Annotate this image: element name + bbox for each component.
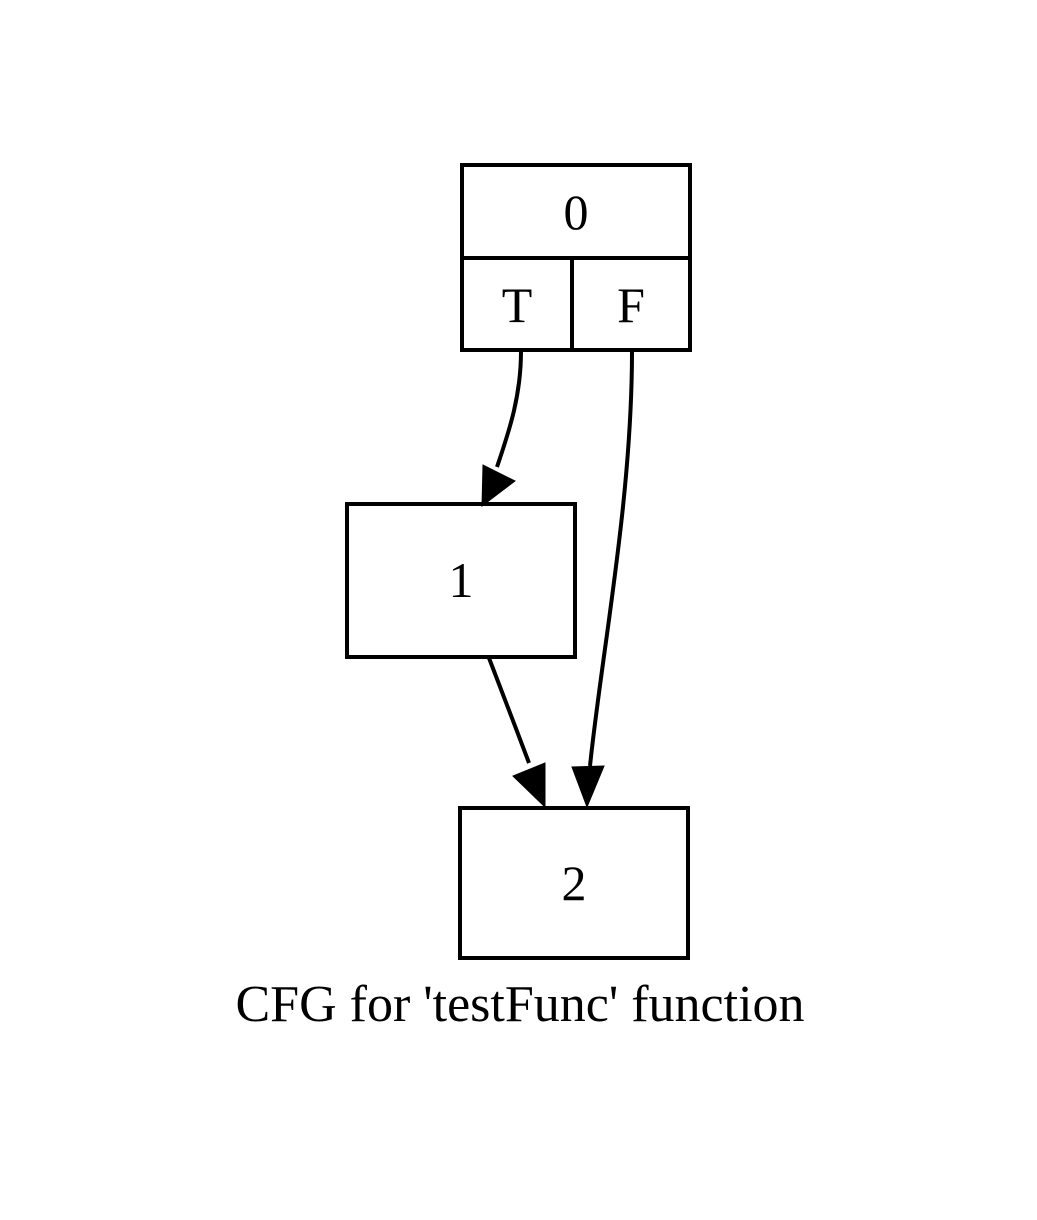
node-1-box[interactable] xyxy=(345,502,577,659)
edge-node1-to-node2[interactable] xyxy=(487,657,546,809)
node-0[interactable]: 0 T F xyxy=(460,163,692,352)
edge-node0-true-to-node1-arrowhead xyxy=(481,464,516,508)
node-2-label: 2 xyxy=(562,855,587,911)
edge-node0-true-to-node1[interactable] xyxy=(481,350,523,508)
node-2[interactable]: 2 xyxy=(458,806,690,960)
edge-node0-true-to-node1-line xyxy=(495,350,523,468)
edge-node0-false-to-node2-line xyxy=(588,350,634,767)
node-0-label: 0 xyxy=(564,184,589,240)
node-2-box[interactable] xyxy=(458,806,690,960)
node-1[interactable]: 1 xyxy=(345,502,577,659)
edge-node1-to-node2-line xyxy=(487,657,531,764)
edge-node0-false-to-node2[interactable] xyxy=(571,350,634,809)
node-0-port-true-label: T xyxy=(502,277,533,333)
graph-caption: CFG for 'testFunc' function xyxy=(235,976,804,1033)
node-1-label: 1 xyxy=(449,552,474,608)
edge-node1-to-node2-arrowhead xyxy=(512,762,546,809)
edge-node0-false-to-node2-arrowhead xyxy=(571,765,605,809)
node-0-port-false-label: F xyxy=(617,277,645,333)
